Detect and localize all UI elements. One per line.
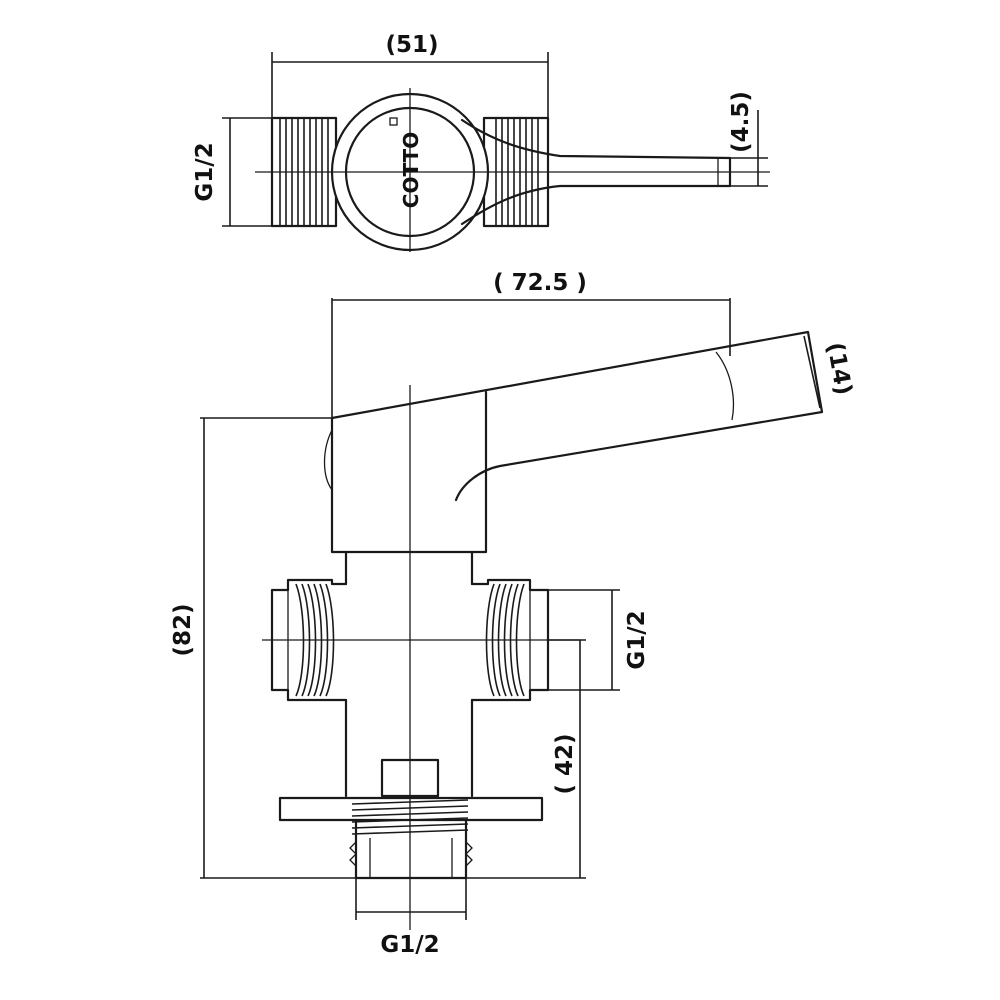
top-view: COTTO xyxy=(255,88,770,252)
dim-side-pipe: G1/2 xyxy=(548,589,650,691)
front-bottom-thread xyxy=(349,799,473,880)
front-valve-body xyxy=(344,550,474,798)
dim-total-height-label: (82) xyxy=(170,603,196,656)
front-view xyxy=(262,330,824,930)
dim-top-width-label: (51) xyxy=(385,32,438,58)
dim-handle-length-label: ( 72.5 ) xyxy=(493,270,587,296)
dim-top-pipe: G1/2 xyxy=(192,117,272,227)
dim-handle-width: (14) xyxy=(803,335,856,409)
dim-top-pipe-label: G1/2 xyxy=(192,142,218,201)
dim-handle-length: ( 72.5 ) xyxy=(331,270,731,418)
dim-bottom-pipe: G1/2 xyxy=(355,878,467,958)
dim-total-height: (82) xyxy=(170,417,356,879)
brand-logo: COTTO xyxy=(399,132,423,208)
dim-side-pipe-label: G1/2 xyxy=(624,610,650,669)
dim-outlet-height: ( 42) xyxy=(466,639,586,879)
dim-bottom-pipe-label: G1/2 xyxy=(380,932,439,958)
dim-handle-width-label: (14) xyxy=(821,340,856,397)
dim-top-width: (51) xyxy=(271,32,549,118)
dim-outlet-height-label: ( 42) xyxy=(552,733,578,794)
dim-handle-thickness: (4.5) xyxy=(728,91,768,187)
front-handle-body xyxy=(330,330,824,554)
dim-handle-thickness-label: (4.5) xyxy=(728,91,754,153)
